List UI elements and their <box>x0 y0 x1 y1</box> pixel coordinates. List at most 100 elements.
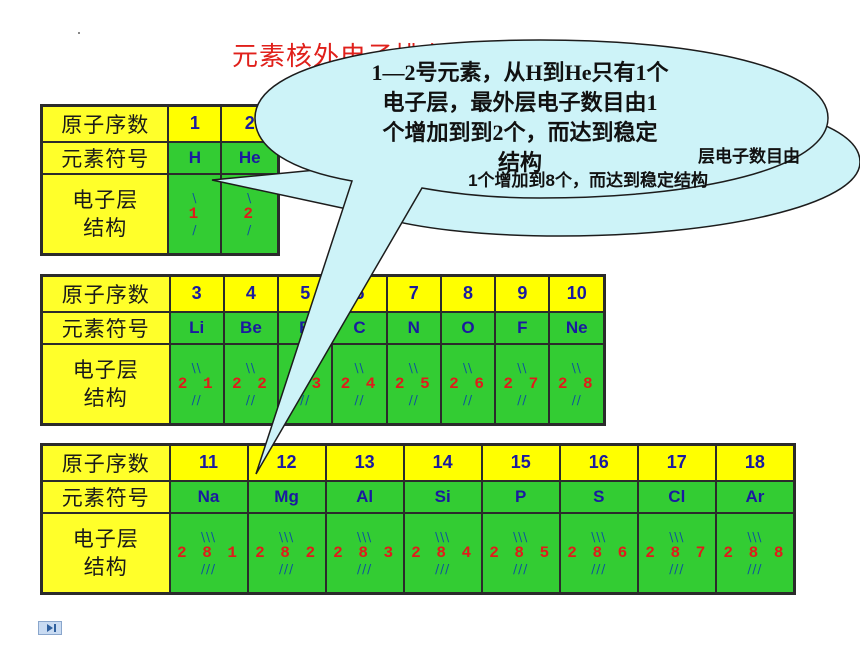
shell-arcs-icon: \\\ <box>200 530 217 543</box>
element-symbol-cell: Ar <box>714 479 796 514</box>
electron-count: 2 7 <box>503 374 542 393</box>
shell-arcs-icon: /// <box>279 562 295 575</box>
electron-config-cell: \\2 4// <box>331 342 388 426</box>
atomic-number-cell: 11 <box>168 443 249 482</box>
shell-arcs-icon: / <box>247 223 253 236</box>
electron-config-cell: \2/ <box>220 172 280 256</box>
atomic-number-cell: 14 <box>402 443 483 482</box>
shell-arcs-icon: /// <box>747 562 763 575</box>
shell-arcs-icon: // <box>517 393 528 406</box>
shell-arcs-icon: \\\ <box>357 530 373 543</box>
element-symbol-cell: P <box>480 479 561 514</box>
shell-arcs-icon: \\\ <box>279 530 295 543</box>
atomic-number-cell: 15 <box>480 443 561 482</box>
atomic-number-cell: 8 <box>439 274 497 313</box>
callout-back-text: 层电子数目由 1个增加到8个，而达到稳定结构 <box>468 147 800 190</box>
shell-arcs-icon: /// <box>435 562 451 575</box>
decor-dot <box>78 32 80 34</box>
electron-count: 1 <box>188 204 202 223</box>
callout-front-text: 1—2号元素，从H到He只有1个 电子层，最外层电子数目由1 个增加到到2个，而… <box>371 60 669 175</box>
electron-config-cell: \\\2 8 4/// <box>402 511 483 595</box>
element-symbol-cell: H <box>167 140 223 175</box>
electron-config-cell: \\2 7// <box>494 342 551 426</box>
electron-config-cell: \\2 2// <box>222 342 280 426</box>
electron-count: 2 5 <box>394 374 433 393</box>
electron-count: 2 1 <box>177 374 216 393</box>
atomic-number-cell: 4 <box>222 274 280 313</box>
element-symbol-cell: F <box>494 310 551 345</box>
shell-arcs-icon: \\ <box>354 361 365 374</box>
shell-arcs-icon: \\\ <box>747 530 763 543</box>
shell-arcs-icon: // <box>300 393 311 406</box>
atomic-number-cell: 3 <box>168 274 225 313</box>
shell-arcs-icon: // <box>191 393 202 406</box>
shell-arcs-icon: / <box>192 223 198 236</box>
play-next-icon[interactable] <box>38 621 62 635</box>
shell-arcs-icon: \\\ <box>591 530 607 543</box>
electron-config-cell: \\2 8// <box>548 342 606 426</box>
electron-config-cell: \1/ <box>167 172 223 256</box>
shell-arcs-icon: \\ <box>408 361 419 374</box>
atomic-number-cell: 17 <box>636 443 717 482</box>
shell-arcs-icon: /// <box>513 562 529 575</box>
shell-arcs-icon: // <box>354 393 365 406</box>
element-symbol-cell: Si <box>402 479 483 514</box>
electron-config-cell: \\\2 8 8/// <box>714 511 796 595</box>
electron-config-cell: \\2 1// <box>168 342 225 426</box>
element-symbol-cell: Ne <box>548 310 606 345</box>
electron-count: 2 8 6 <box>567 543 631 562</box>
shell-arcs-icon: \\ <box>245 361 256 374</box>
shell-arcs-icon: /// <box>591 562 607 575</box>
atomic-number-cell: 13 <box>324 443 405 482</box>
electron-count: 2 8 2 <box>255 543 319 562</box>
atomic-number-cell: 18 <box>714 443 796 482</box>
element-symbol-cell: Na <box>168 479 249 514</box>
row-label-atomic-number: 原子序数 <box>40 443 171 482</box>
callout-front-bubble <box>254 39 829 475</box>
shell-arcs-icon: // <box>571 393 582 406</box>
row-label-config: 电子层结构 <box>40 511 171 595</box>
element-symbol-cell: Li <box>168 310 225 345</box>
shell-arcs-icon: \\\ <box>435 530 451 543</box>
shell-arcs-icon: \ <box>192 191 198 204</box>
element-symbol-cell: Al <box>324 479 405 514</box>
shell-arcs-icon: \\ <box>517 361 528 374</box>
shell-arcs-icon: \\ <box>463 361 474 374</box>
shell-arcs-icon: \ <box>247 191 253 204</box>
row-label-config: 电子层结构 <box>40 172 170 256</box>
atomic-number-cell: 10 <box>548 274 606 313</box>
electron-count: 2 2 <box>232 374 270 393</box>
shell-arcs-icon: /// <box>200 562 217 575</box>
electron-count: 2 <box>243 204 256 223</box>
element-symbol-cell: N <box>385 310 442 345</box>
element-symbol-cell: O <box>439 310 497 345</box>
electron-config-cell: \\\2 8 2/// <box>246 511 327 595</box>
electron-config-cell: \\\2 8 3/// <box>324 511 405 595</box>
atomic-number-cell: 16 <box>558 443 639 482</box>
shell-arcs-icon: \\ <box>191 361 202 374</box>
electron-config-cell: \\2 5// <box>385 342 442 426</box>
electron-config-cell: \\2 6// <box>439 342 497 426</box>
electron-count: 2 8 4 <box>411 543 475 562</box>
shell-arcs-icon: \\\ <box>513 530 529 543</box>
electron-config-cell: \\\2 8 6/// <box>558 511 639 595</box>
element-symbol-cell: Be <box>222 310 280 345</box>
row-label-atomic-number: 原子序数 <box>40 274 171 313</box>
atomic-number-cell: 7 <box>385 274 442 313</box>
electron-config-cell: \\\2 8 1/// <box>168 511 249 595</box>
shell-arcs-icon: // <box>408 393 419 406</box>
row-label-symbol: 元素符号 <box>40 140 170 175</box>
shell-arcs-icon: // <box>245 393 256 406</box>
shell-arcs-icon: // <box>463 393 474 406</box>
electron-count: 2 6 <box>449 374 487 393</box>
electron-count: 2 8 3 <box>333 543 397 562</box>
electron-count: 2 8 7 <box>645 543 709 562</box>
electron-count: 2 8 5 <box>489 543 553 562</box>
shell-arcs-icon: \\ <box>571 361 582 374</box>
electron-count: 2 8 <box>557 374 596 393</box>
electron-count: 2 8 8 <box>723 543 787 562</box>
row-label-symbol: 元素符号 <box>40 479 171 514</box>
